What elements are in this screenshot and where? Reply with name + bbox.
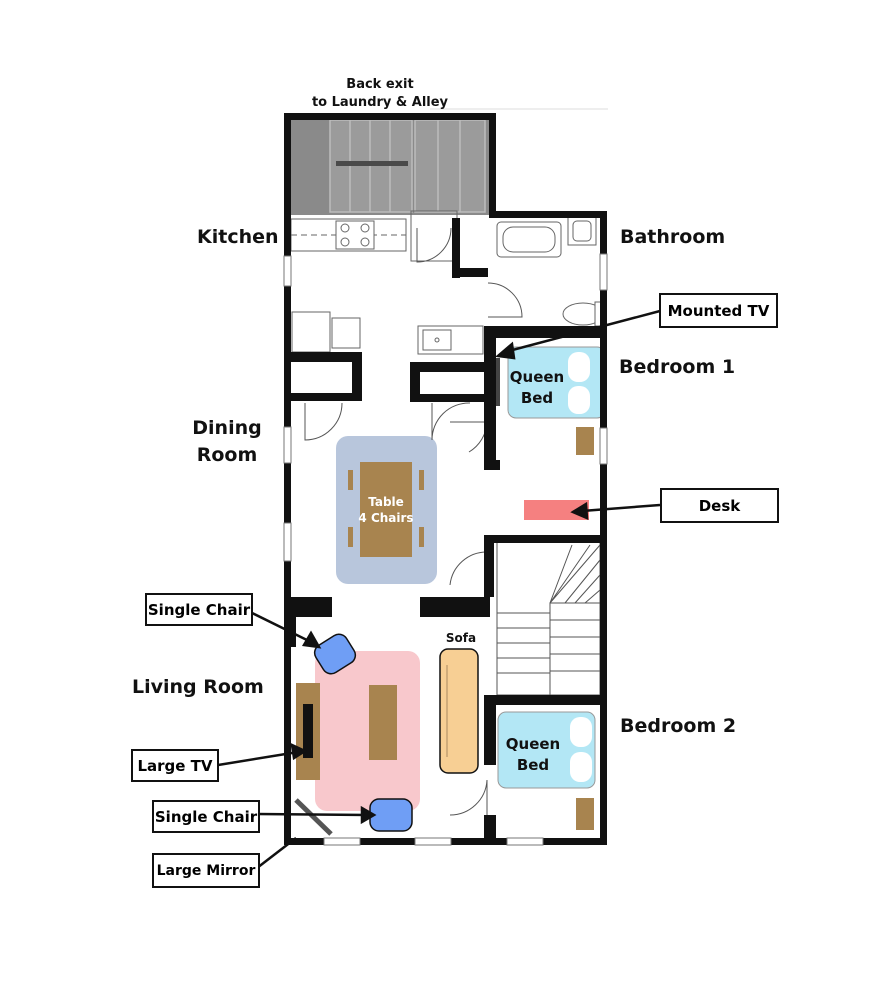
dining-label-line1: Dining <box>192 417 262 439</box>
living-rug <box>315 651 420 811</box>
nightstand2 <box>576 798 594 830</box>
living-room-label: Living Room <box>132 676 264 698</box>
bed1-label: Queen Bed <box>507 367 567 409</box>
single-chair-top <box>313 633 357 675</box>
dining-label-line2: Room <box>196 444 258 466</box>
single-chair-bottom-callout: Single Chair <box>152 800 260 833</box>
sofa-label: Sofa <box>445 631 477 645</box>
bathroom-fixtures <box>496 216 604 327</box>
interior-stairs <box>496 539 601 696</box>
bedroom1-label: Bedroom 1 <box>619 356 736 378</box>
nightstand1 <box>576 427 594 455</box>
sofa <box>439 648 479 774</box>
windows <box>283 253 608 846</box>
dining-chairs <box>348 470 424 547</box>
table-label: Table 4 Chairs <box>358 494 414 526</box>
large-tv-callout: Large TV <box>131 749 219 782</box>
mounted-tv <box>494 358 500 406</box>
bed1-label-line2: Bed <box>520 389 554 407</box>
callout-arrows <box>211 309 661 869</box>
bed2-label-line1: Queen <box>505 735 561 753</box>
desk-callout: Desk <box>660 488 779 523</box>
large-mirror <box>294 798 333 836</box>
bed2-label: Queen Bed <box>503 734 563 776</box>
kitchen-label: Kitchen <box>197 226 279 248</box>
dining-table <box>360 462 412 557</box>
doors <box>304 227 523 816</box>
dining-room-label: Dining Room <box>188 415 266 469</box>
bedroom2-label: Bedroom 2 <box>620 715 737 737</box>
table-label-line1: Table <box>368 495 404 509</box>
stair-handrail <box>336 161 408 166</box>
coffee-table <box>369 685 397 760</box>
large-mirror-callout: Large Mirror <box>152 853 260 888</box>
mounted-tv-callout: Mounted TV <box>659 293 778 328</box>
table-label-line2: 4 Chairs <box>358 511 414 525</box>
back-exit-note: Back exit to Laundry & Alley <box>300 76 460 112</box>
back-exit-line1: Back exit <box>346 77 414 92</box>
bed2-label-line2: Bed <box>516 756 550 774</box>
large-tv <box>303 704 313 758</box>
bed1-label-line1: Queen <box>509 368 565 386</box>
back-exit-line2: to Laundry & Alley <box>311 95 449 110</box>
single-chair-top-callout: Single Chair <box>145 593 253 626</box>
desk <box>524 500 589 520</box>
bathroom-label: Bathroom <box>620 226 726 248</box>
